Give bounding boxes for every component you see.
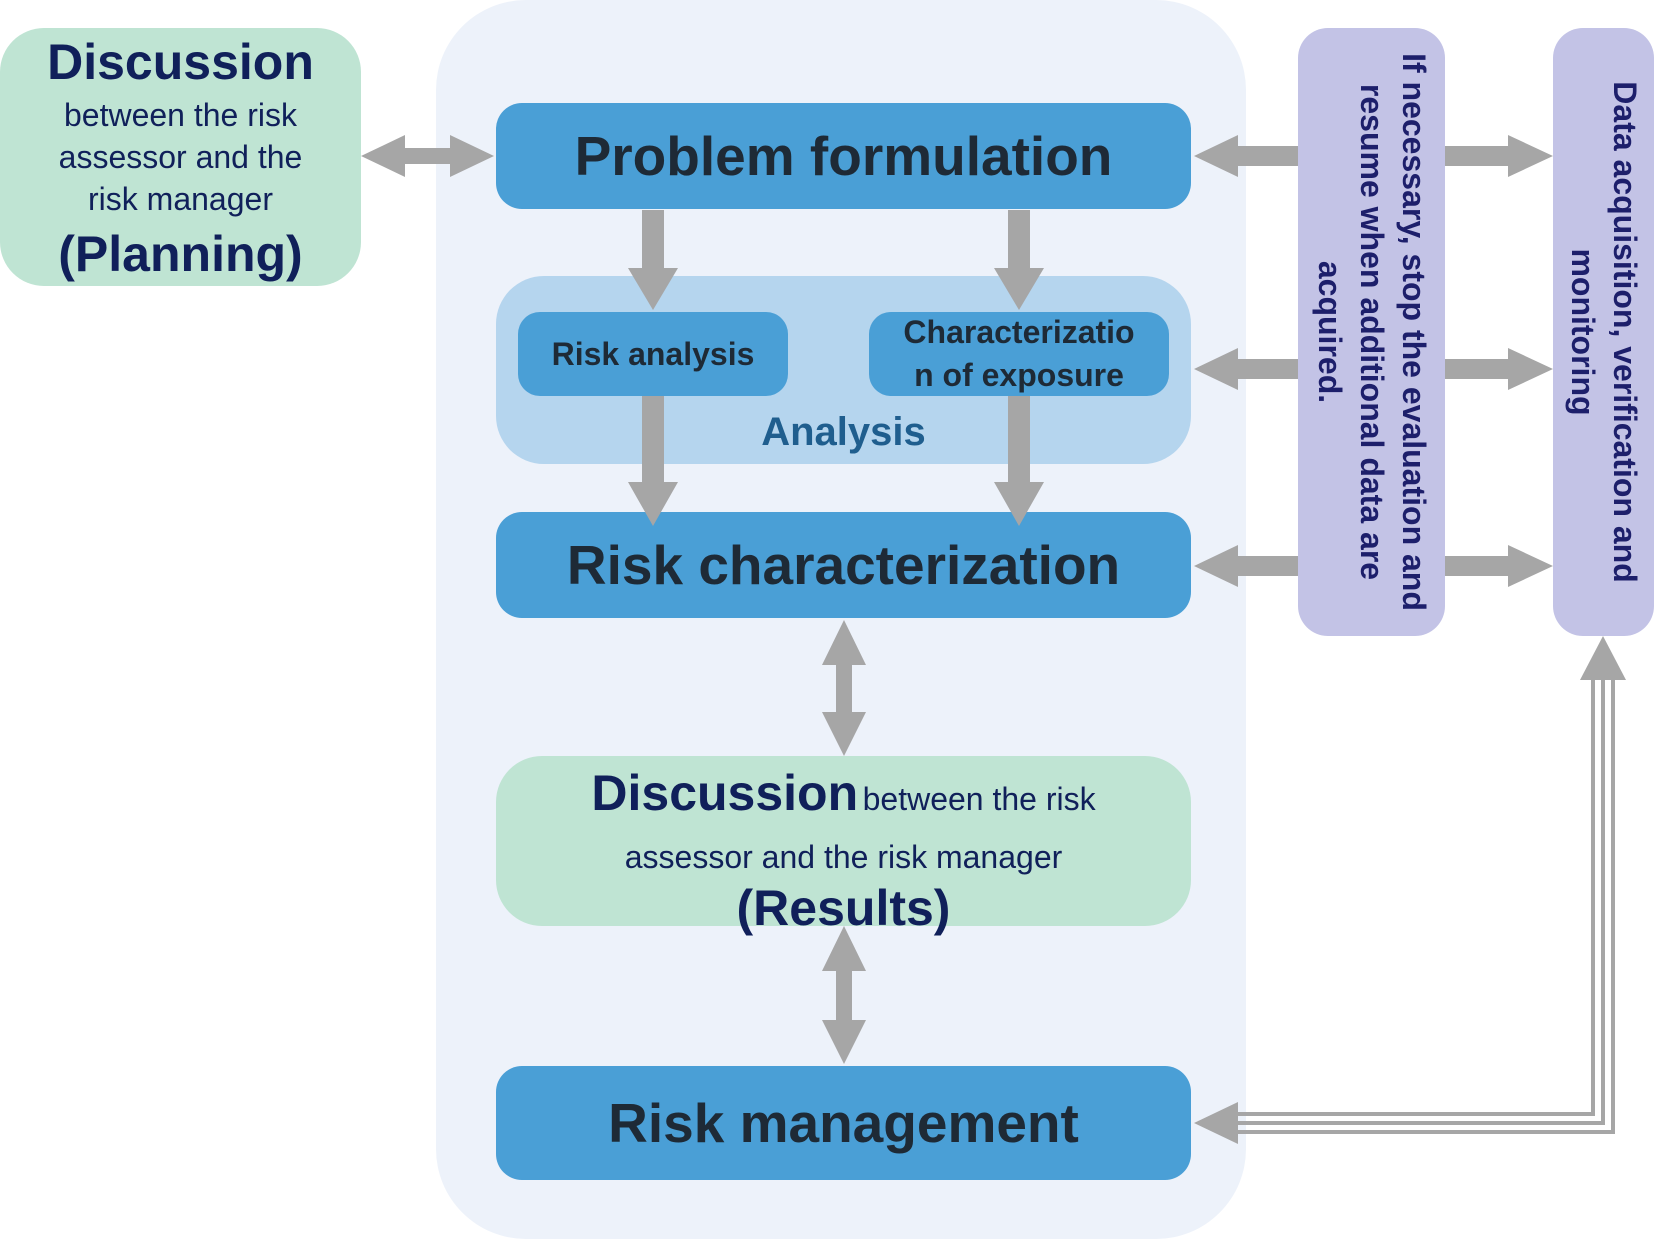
risk-management-box: Risk management <box>496 1066 1191 1180</box>
stop-to-data-arrow-2 <box>1445 348 1553 390</box>
planning-problem-double-arrow <box>361 135 494 177</box>
data-acquisition-bar: Data acquisition, verification and monit… <box>1553 28 1654 636</box>
problem-formulation-label: Problem formulation <box>574 125 1113 187</box>
riskchar-results-double-arrow <box>822 620 866 756</box>
loop-left-arrowhead <box>1194 1102 1238 1144</box>
stop-to-data-arrow-3 <box>1445 545 1553 587</box>
analysis-label: Analysis <box>761 410 926 454</box>
results-description-part1: between the risk <box>862 781 1096 817</box>
results-subtitle: (Results) <box>736 880 951 936</box>
characterization-of-exposure-box: Characterizatio n of exposure <box>869 312 1169 396</box>
riskmgmt-data-loop <box>1238 680 1615 1134</box>
problem-formulation-box: Problem formulation <box>496 103 1191 209</box>
characterization-of-exposure-line2: n of exposure <box>914 357 1124 393</box>
results-discussion-box: Discussion between the risk assessor and… <box>496 756 1191 936</box>
planning-subtitle: (Planning) <box>58 226 303 282</box>
exposure-to-riskchar-arrow <box>994 396 1044 526</box>
risk-characterization-box: Risk characterization <box>496 512 1191 618</box>
risk-management-label: Risk management <box>608 1092 1079 1154</box>
risk-characterization-label: Risk characterization <box>566 534 1121 596</box>
results-riskmgmt-double-arrow <box>822 926 866 1064</box>
stop-to-riskchar-arrow <box>1194 545 1298 587</box>
loop-up-arrowhead <box>1580 636 1626 680</box>
stop-evaluation-bar: If necessary, stop the evaluation and re… <box>1298 28 1445 636</box>
stop-to-data-arrow-1 <box>1445 135 1553 177</box>
risk-analysis-box: Risk analysis <box>518 312 788 396</box>
results-description-part2: assessor and the risk manager <box>624 839 1063 875</box>
planning-description: between the risk assessor and the risk m… <box>58 97 303 217</box>
stop-to-problem-arrow <box>1194 135 1298 177</box>
risk-analysis-label: Risk analysis <box>551 335 755 372</box>
stop-to-analysis-arrow <box>1194 348 1298 390</box>
risk-analysis-to-riskchar-arrow <box>628 396 678 526</box>
results-title: Discussion <box>591 765 859 821</box>
problem-to-exposure-arrow <box>994 210 1044 310</box>
planning-title: Discussion <box>47 34 314 90</box>
planning-discussion-box: Discussion between the risk assessor and… <box>0 28 361 286</box>
problem-to-risk-analysis-arrow <box>628 210 678 310</box>
characterization-of-exposure-line1: Characterizatio <box>903 314 1135 350</box>
